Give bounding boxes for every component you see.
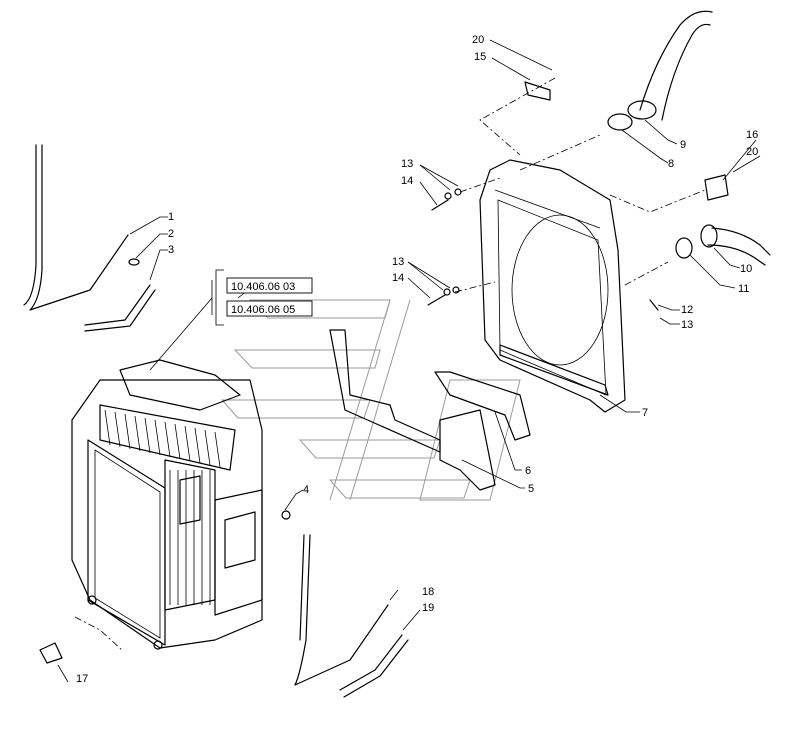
callout-5: 5 [528, 483, 534, 495]
bolt-14-lower [427, 286, 460, 306]
callout-1: 1 [168, 211, 174, 223]
reference-bracket [215, 269, 224, 326]
callout-14-middle: 14 [392, 272, 404, 284]
reference-1-text: 10.406.06 03 [231, 281, 295, 293]
fan-shroud [479, 159, 626, 413]
bracket-16 [704, 174, 729, 201]
callout-10: 10 [740, 263, 752, 275]
sensor-17 [39, 642, 63, 664]
hose-clamp-11 [675, 237, 693, 259]
callout-20-upper: 20 [472, 34, 484, 46]
hose-19 [339, 634, 409, 698]
callout-2: 2 [168, 228, 174, 240]
bolt-12 [649, 299, 659, 311]
bracket-6 [329, 329, 531, 453]
callout-11: 11 [738, 283, 749, 295]
bracket-15 [524, 81, 551, 101]
pipe-1 [23, 144, 129, 311]
callout-9: 9 [680, 139, 686, 151]
callout-7: 7 [642, 407, 648, 419]
callout-13-right: 13 [681, 319, 693, 331]
callout-20-right: 20 [746, 146, 758, 158]
callout-8: 8 [668, 158, 674, 170]
center-lines [74, 77, 706, 651]
reference-box-2[interactable]: 10.406.06 05 [226, 300, 313, 317]
callout-13-upper: 13 [401, 158, 413, 170]
bolt-14-upper [431, 188, 462, 211]
callout-6: 6 [525, 465, 531, 477]
callout-15: 15 [474, 51, 486, 63]
hose-clamp-8 [607, 113, 633, 131]
callout-16: 16 [746, 129, 758, 141]
callout-3: 3 [168, 244, 174, 256]
lower-hose [700, 224, 771, 266]
callout-17: 17 [76, 673, 88, 685]
reference-2-text: 10.406.06 05 [231, 304, 295, 316]
leader-lines [57, 39, 761, 683]
bracket-5 [439, 409, 496, 491]
pipe-18 [294, 534, 389, 686]
callout-19: 19 [422, 602, 434, 614]
callout-14-upper: 14 [401, 175, 413, 187]
radiator-assembly [71, 359, 263, 650]
callout-13-middle: 13 [392, 256, 404, 268]
hose-3 [84, 284, 156, 332]
clamp-2 [128, 258, 140, 266]
upper-hose [627, 10, 713, 121]
callout-12: 12 [681, 304, 693, 316]
callout-4: 4 [303, 484, 309, 496]
reference-box-1[interactable]: 10.406.06 03 [226, 277, 313, 294]
plug-4 [281, 510, 291, 520]
callout-labels: 1 2 3 4 5 6 7 8 9 10 11 12 13 13 14 13 1… [76, 34, 758, 685]
callout-18: 18 [422, 586, 434, 598]
